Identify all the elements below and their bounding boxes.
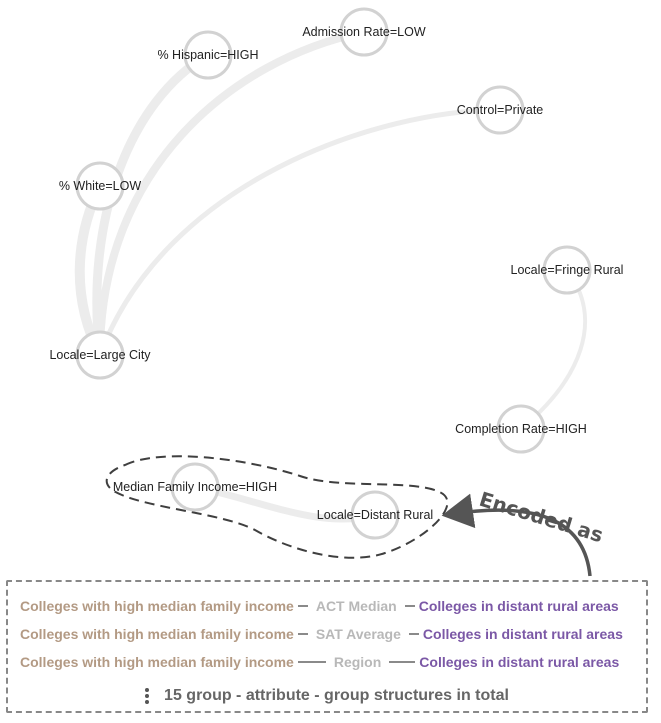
source-group: Colleges with high median family income [20, 654, 294, 670]
vertical-ellipsis-icon [145, 686, 150, 706]
target-group: Colleges in distant rural areas [418, 598, 619, 614]
node-completion: Completion Rate=HIGH [455, 404, 587, 454]
structure-legend: Colleges with high median family income … [6, 580, 648, 713]
node-label: Median Family Income=HIGH [113, 480, 277, 494]
target-group: Colleges in distant rural areas [422, 626, 623, 642]
node-label: Locale=Large City [49, 348, 151, 362]
legend-row: Colleges with high median family income … [20, 654, 638, 670]
node-control: Control=Private [457, 85, 544, 135]
connector-line [408, 633, 419, 635]
node-white: % White=LOW [59, 161, 142, 211]
connector-line [389, 661, 416, 663]
node-layer: Admission Rate=LOW % Hispanic=HIGH Control… [49, 7, 624, 540]
node-label: Completion Rate=HIGH [455, 422, 587, 436]
connector-line [404, 605, 415, 607]
node-label: Locale=Distant Rural [317, 508, 433, 522]
legend-row: Colleges with high median family income … [20, 598, 638, 614]
node-circle [75, 330, 125, 380]
node-circle [170, 462, 220, 512]
summary-text: 15 group - attribute - group structures … [164, 687, 509, 705]
edge-fringe-completion [519, 268, 588, 431]
node-circle [475, 85, 525, 135]
attribute-label: SAT Average [315, 626, 401, 642]
target-group: Colleges in distant rural areas [419, 654, 620, 670]
node-label: Control=Private [457, 103, 544, 117]
node-circle [183, 30, 233, 80]
encoded-as-label: Encoded as [477, 487, 606, 547]
node-circle [75, 161, 125, 211]
edge-largecity-control [97, 107, 503, 358]
connector-line [297, 661, 326, 663]
node-income: Median Family Income=HIGH [113, 462, 277, 512]
node-largecity: Locale=Large City [49, 330, 151, 380]
node-admission: Admission Rate=LOW [302, 7, 426, 57]
legend-summary: 15 group - attribute - group structures … [8, 686, 646, 706]
node-hispanic: % Hispanic=HIGH [157, 30, 259, 80]
attribute-label: ACT Median [315, 598, 397, 614]
source-group: Colleges with high median family income [20, 598, 294, 614]
node-label: Locale=Fringe Rural [511, 263, 624, 277]
edge-largecity-admission [96, 28, 368, 359]
node-fringe: Locale=Fringe Rural [511, 245, 624, 295]
connector-line [297, 633, 308, 635]
node-label: Admission Rate=LOW [302, 25, 426, 39]
attribute-label: Region [333, 654, 382, 670]
group-graph: Encoded as Admission Rate=LOW % Hispanic=… [49, 7, 624, 577]
node-circle [496, 404, 546, 454]
encoded-arrow: Encoded as [441, 487, 606, 577]
node-label: % Hispanic=HIGH [157, 48, 258, 62]
source-group: Colleges with high median family income [20, 626, 294, 642]
node-circle [542, 245, 592, 295]
node-distant: Locale=Distant Rural [317, 490, 433, 540]
node-label: % White=LOW [59, 179, 142, 193]
node-circle [350, 490, 400, 540]
connector-line [297, 605, 308, 607]
legend-row: Colleges with high median family income … [20, 626, 638, 642]
highlight-hull [105, 455, 449, 559]
node-circle [339, 7, 389, 57]
